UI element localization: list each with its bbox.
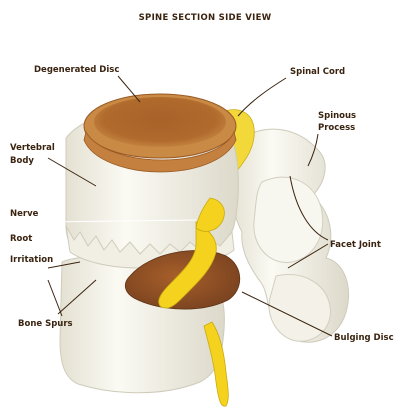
label-spinal-cord: Spinal Cord: [290, 67, 345, 77]
label-nerve-root-line3: Irritation: [10, 255, 53, 265]
facet-joint-shape: [254, 177, 323, 262]
degenerated-disc: [94, 97, 226, 147]
label-spinous-process-line1: Spinous: [318, 111, 356, 121]
label-vertebral-body-line2: Body: [10, 156, 34, 166]
label-nerve-root-line2: Root: [10, 234, 32, 244]
diagram-title: SPINE SECTION SIDE VIEW: [139, 13, 272, 23]
label-vertebral-body-line1: Vertebral: [10, 143, 55, 153]
label-bone-spurs: Bone Spurs: [18, 319, 73, 329]
label-facet-joint: Facet Joint: [330, 240, 381, 250]
label-degenerated-disc: Degenerated Disc: [34, 65, 119, 75]
label-spinous-process-line2: Process: [318, 123, 355, 133]
spine-illustration: [60, 94, 349, 406]
label-bulging-disc: Bulging Disc: [334, 333, 394, 343]
label-nerve-root-line1: Nerve: [10, 209, 39, 219]
